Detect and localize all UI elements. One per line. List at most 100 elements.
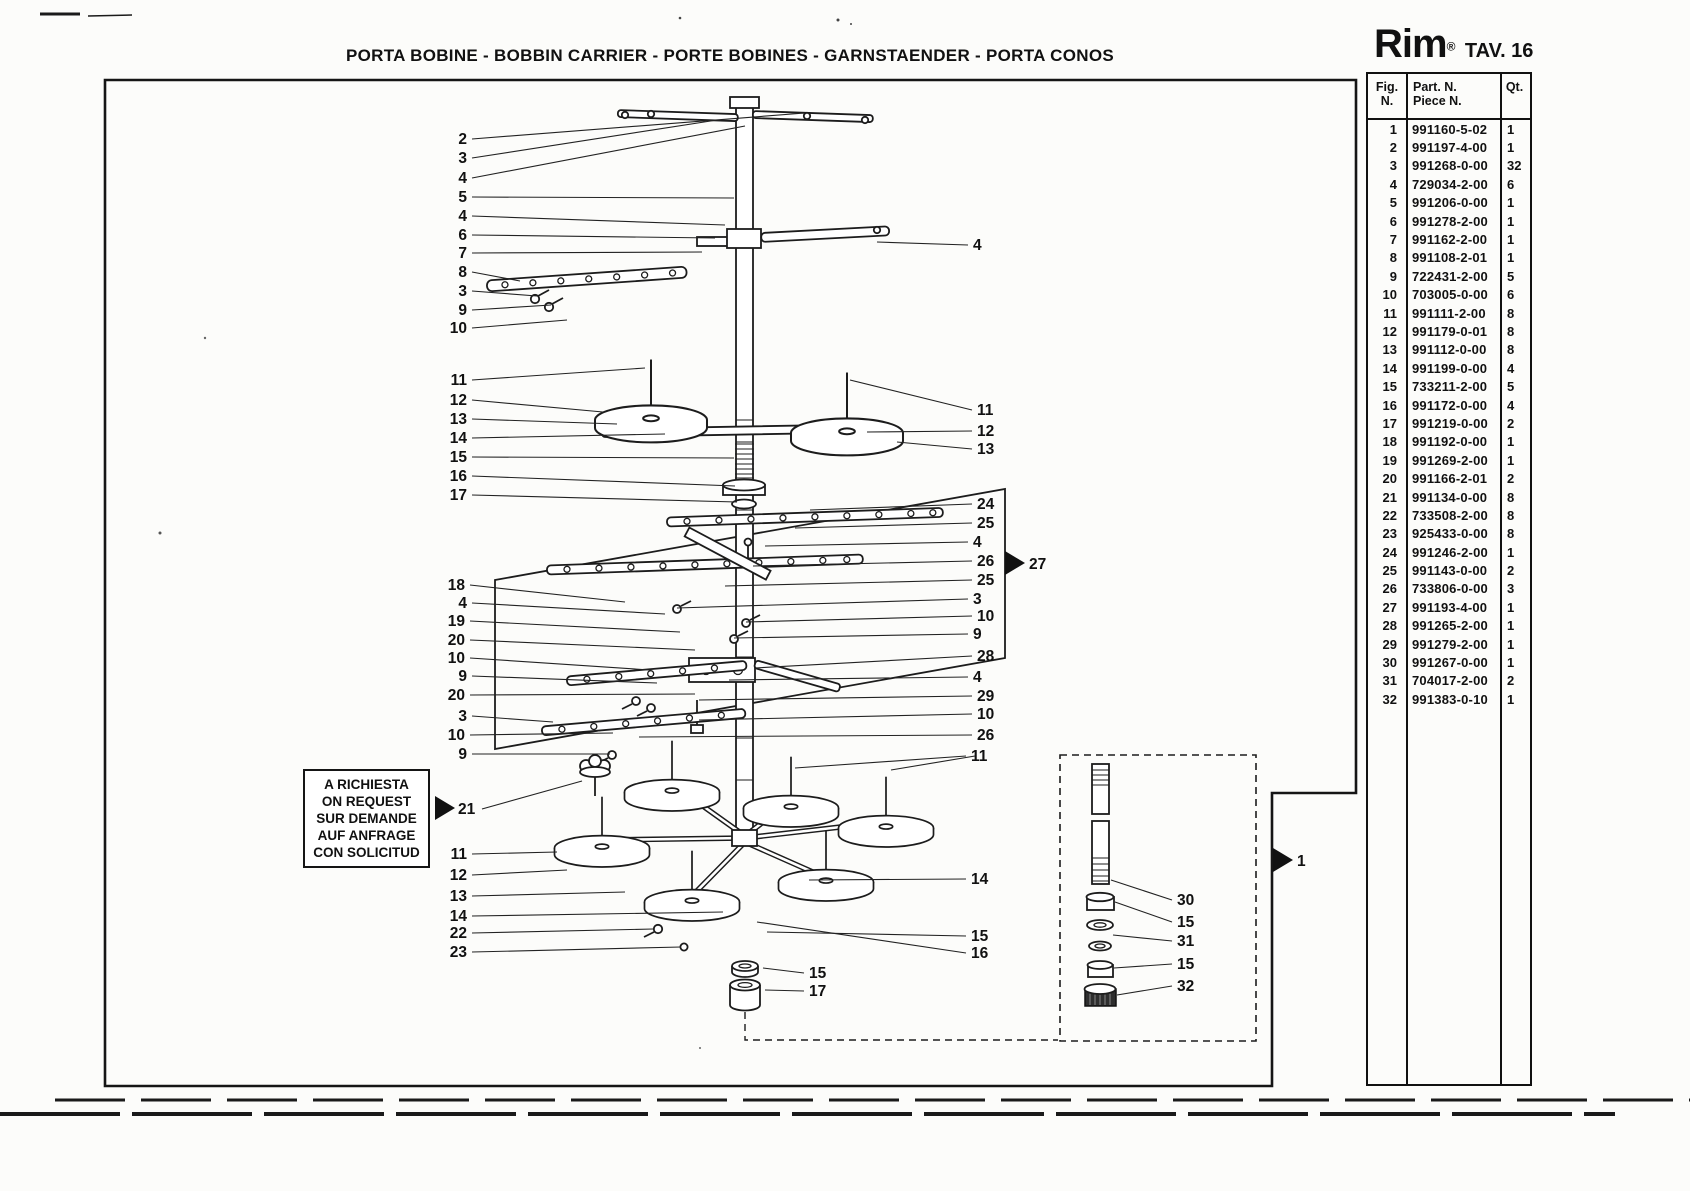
part-number: 991269-2-00 [1412, 452, 1488, 468]
callout-leader [471, 715, 554, 723]
callout-label: 30 [1177, 892, 1194, 909]
callout-label: 14 [971, 871, 989, 888]
part-number: 991246-2-00 [1412, 544, 1488, 560]
callout-label: 31 [1177, 933, 1195, 950]
callout-leader [471, 112, 806, 140]
lower-spoke-arm-2 [541, 708, 747, 737]
callout-label: 4 [973, 534, 982, 551]
fig-number: 1 [1389, 121, 1397, 137]
callout-label: 19 [448, 613, 466, 630]
callout-label: 25 [977, 515, 995, 532]
callout-label: 10 [450, 320, 467, 337]
callout-label: 17 [450, 487, 467, 504]
panel-strut [683, 526, 772, 581]
callout-label: 11 [451, 846, 468, 863]
screw [607, 750, 617, 760]
part-number: 991179-0-01 [1412, 323, 1488, 339]
callout-label: 17 [809, 983, 826, 1000]
part-number: 991166-2-01 [1412, 471, 1488, 487]
panel-bolt [743, 537, 753, 547]
callout-label: 11 [451, 372, 468, 389]
callout-label: 4 [458, 170, 467, 187]
callout-leader [724, 579, 973, 587]
callout-leader [471, 869, 568, 876]
callout-label: 27 [1029, 556, 1046, 573]
part-number: 703005-0-00 [1412, 287, 1488, 303]
part-number: 704017-2-00 [1412, 673, 1488, 689]
quantity: 1 [1507, 232, 1515, 248]
threaded-section [735, 443, 754, 479]
quantity: 2 [1507, 673, 1515, 689]
bobbin-disc [623, 739, 721, 812]
callout-label: 12 [450, 867, 467, 884]
fig-number: 14 [1382, 360, 1397, 376]
callout-leader [698, 713, 973, 721]
quantity: 8 [1507, 323, 1515, 339]
fig-number: 15 [1382, 379, 1397, 395]
fig-number: 13 [1382, 342, 1397, 358]
callout-leader [469, 732, 614, 736]
callout-leader [471, 494, 738, 503]
callout-label: 8 [458, 264, 467, 281]
callout-label: 28 [977, 648, 995, 665]
panel-arm-lower [546, 553, 864, 576]
knurled-nut [1083, 983, 1117, 1007]
bottom-hub [731, 829, 758, 847]
quantity: 1 [1507, 250, 1515, 266]
callout-label: 2 [458, 131, 467, 148]
callout-leader [471, 290, 538, 297]
callout-label: 13 [450, 411, 468, 428]
quantity: 1 [1507, 691, 1515, 707]
hand-knob [579, 754, 611, 796]
fig-number: 25 [1382, 563, 1397, 579]
callout-label: 11 [977, 402, 994, 419]
callout-label: 10 [977, 706, 994, 723]
threaded-stud [1091, 763, 1110, 885]
callout-label: 15 [971, 928, 989, 945]
callout-leader [471, 675, 658, 684]
callout-leader [698, 695, 973, 701]
quantity: 6 [1507, 287, 1515, 303]
part-number: 991219-0-00 [1412, 415, 1488, 431]
note-line: AUF ANFRAGE [317, 828, 416, 843]
fig-number: 20 [1382, 471, 1397, 487]
quantity: 4 [1507, 397, 1515, 413]
callout-leader [896, 441, 973, 450]
hex-nut [1086, 960, 1114, 978]
callout-label: 14 [450, 908, 468, 925]
header-fig: Fig. N. [1375, 80, 1399, 108]
quantity: 1 [1507, 140, 1515, 156]
on-request-note: A RICHIESTA ON REQUEST SUR DEMANDE AUF A… [303, 769, 430, 868]
stud-nut [690, 724, 704, 734]
callout-leader [481, 780, 583, 810]
fig-number: 30 [1382, 655, 1397, 671]
callout-label: 3 [973, 591, 982, 608]
callout-leader [752, 560, 973, 567]
fig-number: 21 [1382, 489, 1397, 505]
fig-number: 29 [1382, 636, 1397, 652]
quantity: 1 [1507, 599, 1515, 615]
callout-leader [764, 541, 969, 547]
part-number: 991108-2-01 [1412, 250, 1488, 266]
brand-logo: Rim® TAV. 16 [1374, 24, 1534, 64]
callout-leader [471, 367, 646, 381]
quantity: 8 [1507, 305, 1515, 321]
quantity: 5 [1507, 379, 1515, 395]
washer [1086, 919, 1114, 931]
part-number: 733508-2-00 [1412, 507, 1488, 523]
callout-leader [794, 522, 973, 529]
callout-leader [890, 755, 976, 771]
callout-label: 3 [458, 150, 467, 167]
